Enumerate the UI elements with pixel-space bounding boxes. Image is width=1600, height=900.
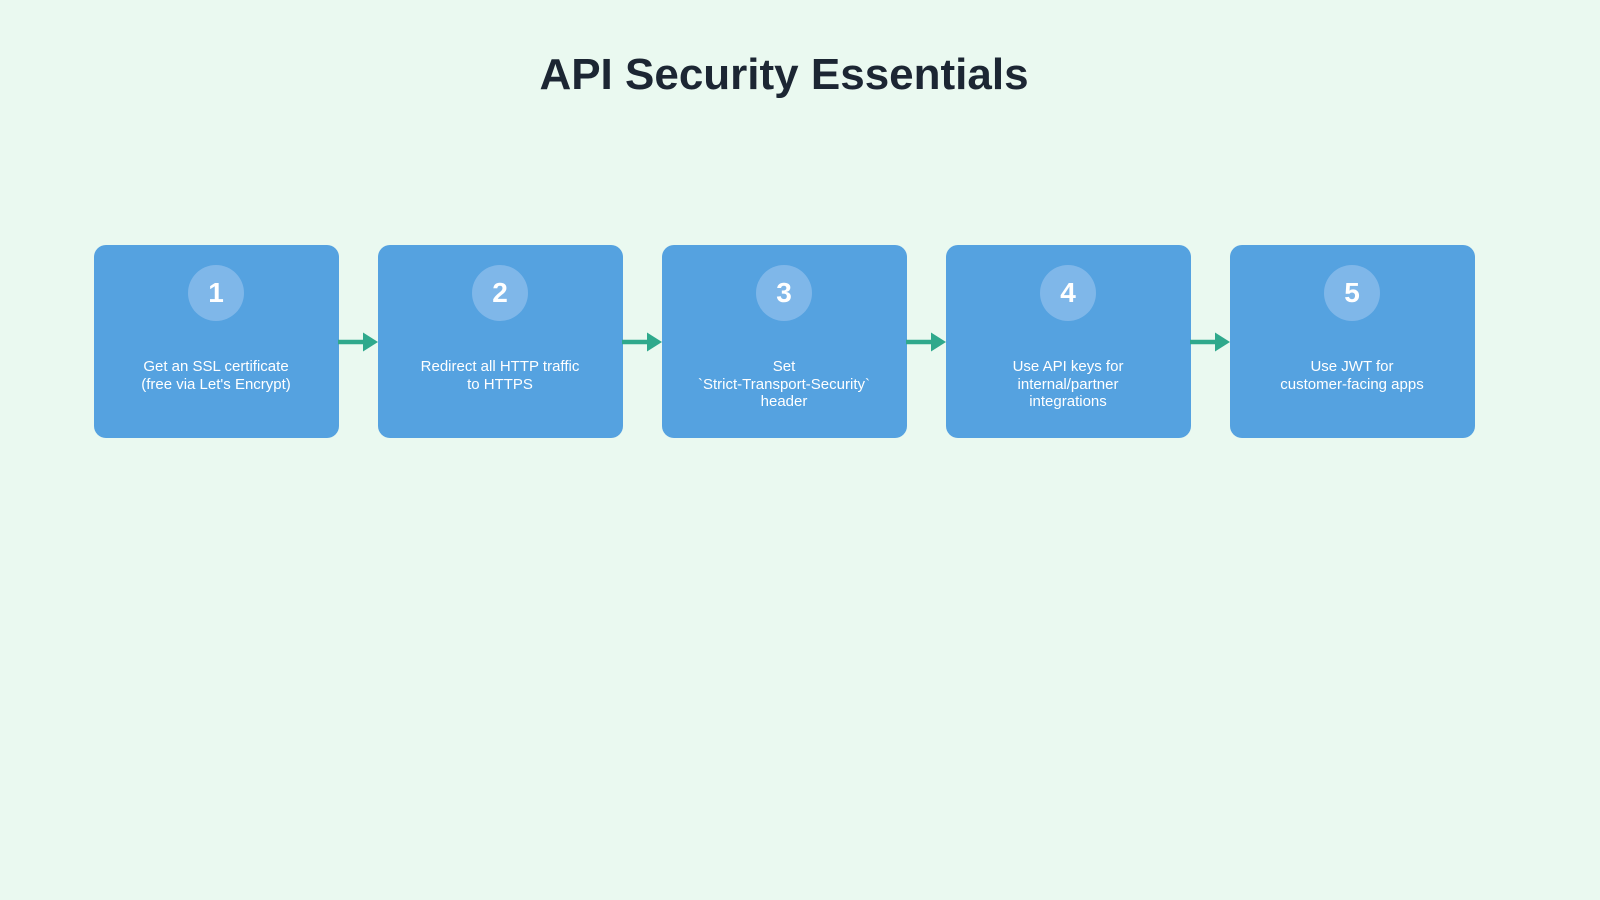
step-label-line: Set <box>772 358 796 375</box>
step-box: 3 Set`Strict-Transport-Security`header <box>661 245 907 438</box>
step-label-line: (free via Let's Encrypt) <box>141 375 291 393</box>
right-arrow-icon <box>1190 332 1230 351</box>
step-label-line: Use JWT for <box>1310 358 1394 375</box>
step-number-badge: 1 <box>188 265 244 321</box>
step-label: Get an SSL certificate(free via Let's En… <box>94 358 339 393</box>
arrow-cell <box>622 245 662 438</box>
step-label-line: Use API keys for <box>1012 358 1124 375</box>
right-arrow-icon <box>338 332 378 351</box>
step-number: 3 <box>776 277 792 308</box>
step-label-line: integrations <box>1029 393 1107 410</box>
step-number: 5 <box>1344 277 1360 308</box>
right-arrow-icon <box>906 332 946 351</box>
right-arrow-icon <box>622 332 662 351</box>
step-number-badge: 5 <box>1324 265 1380 321</box>
diagram-canvas: API Security Essentials 1 Get an SSL cer… <box>0 0 1568 438</box>
step-box: 1 Get an SSL certificate(free via Let's … <box>93 245 339 438</box>
step-number: 2 <box>492 277 508 308</box>
step-number-badge: 4 <box>1040 265 1096 321</box>
step-label: Set`Strict-Transport-Security`header <box>662 358 907 411</box>
step-label-line: internal/partner <box>1017 375 1119 393</box>
step-number-badge: 2 <box>472 265 528 321</box>
arrow-cell <box>906 245 946 438</box>
step-label-line: `Strict-Transport-Security` <box>698 375 870 393</box>
arrow-cell <box>338 245 378 438</box>
step-number: 1 <box>208 277 224 308</box>
arrow-cell <box>1190 245 1230 438</box>
step-label-line: to HTTPS <box>467 375 533 393</box>
page-title: API Security Essentials <box>539 50 1029 99</box>
step-number: 4 <box>1060 277 1076 308</box>
step-label-line: header <box>760 393 808 410</box>
steps-row: 1 Get an SSL certificate(free via Let's … <box>0 245 1568 438</box>
step-label-line: Get an SSL certificate <box>143 358 289 375</box>
step-number-badge: 3 <box>756 265 812 321</box>
step-label-line: customer-facing apps <box>1280 375 1424 393</box>
step-label-line: Redirect all HTTP traffic <box>420 358 580 375</box>
